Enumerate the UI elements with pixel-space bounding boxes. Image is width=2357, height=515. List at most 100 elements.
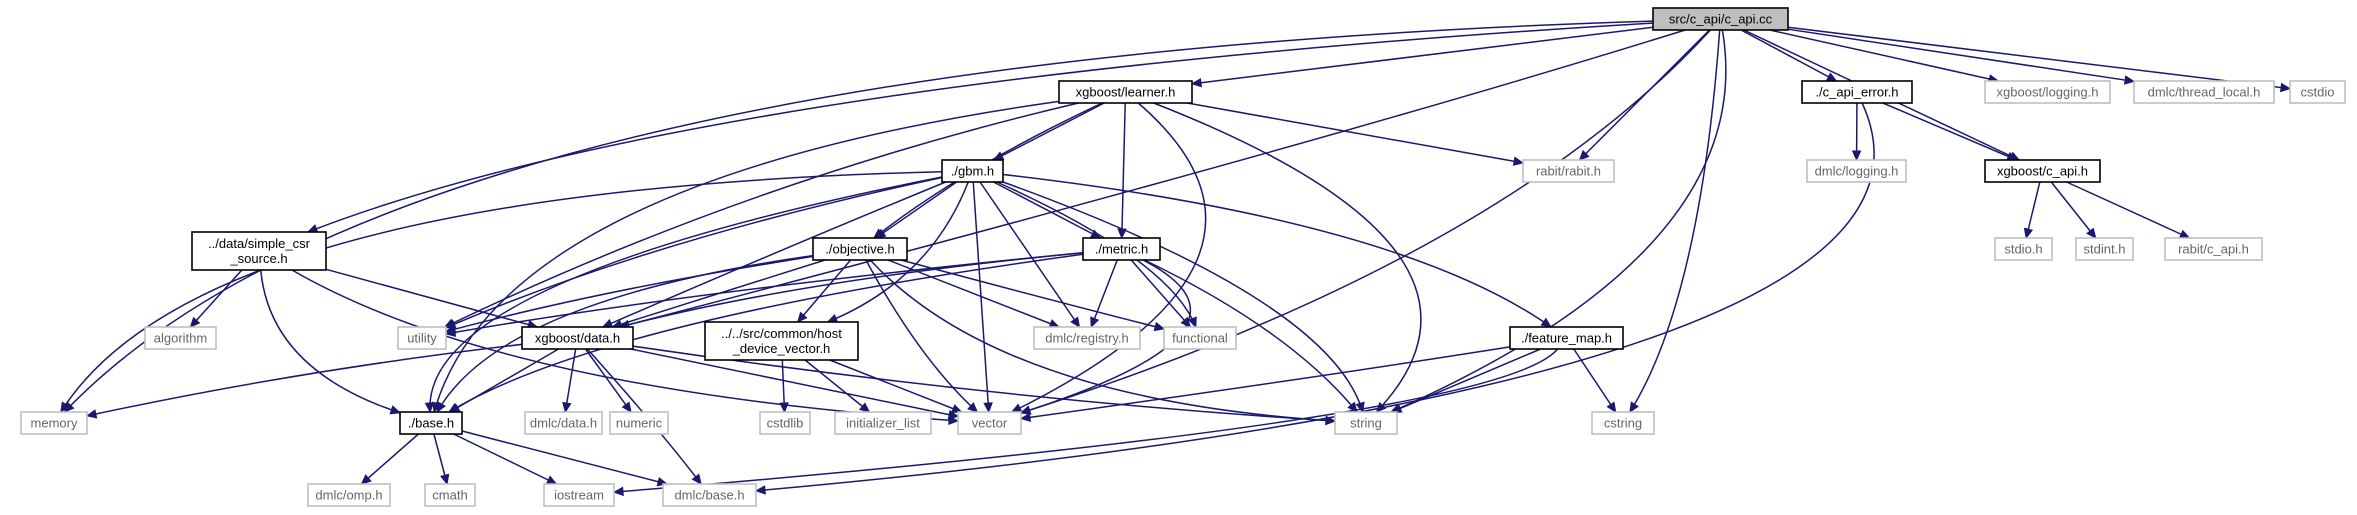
arrowhead-objective-to-functional: [1153, 321, 1166, 332]
node-cstring: cstring: [1591, 411, 1655, 435]
node-dmlc-omp: dmlc/omp.h: [307, 483, 391, 507]
edge-gbm-to-data: [602, 181, 946, 328]
node-box: [397, 326, 447, 350]
edge-objective-to-base: [436, 254, 814, 413]
node-box: [1082, 237, 1161, 261]
node-logging: xgboost/logging.h: [1984, 80, 2111, 104]
node-simple-csr[interactable]: ../data/simple_csr_source.h: [191, 231, 327, 271]
node-label: xgboost/data.h: [535, 331, 620, 346]
node-algorithm: algorithm: [144, 326, 217, 350]
node-label: functional: [1172, 331, 1228, 346]
node-base[interactable]: ./base.h: [399, 411, 463, 435]
node-box: [1033, 326, 1141, 350]
node-rabit: rabit/rabit.h: [1522, 159, 1615, 183]
edge-base-to-dmlc_base: [461, 430, 668, 485]
node-host-dev[interactable]: ../../src/common/host_device_vector.h: [704, 321, 859, 361]
node-box: [759, 411, 811, 435]
edge-objective-to-utility: [445, 255, 814, 333]
node-box: [1801, 80, 1913, 104]
node-label: iostream: [554, 488, 604, 503]
node-box: [1652, 7, 1789, 31]
node-box: [399, 411, 463, 435]
node-functional: functional: [1163, 326, 1237, 350]
node-box: [609, 411, 669, 435]
edge-gbm-to-registry: [979, 181, 1081, 328]
node-box: [1334, 411, 1398, 435]
node-c-api-error[interactable]: ./c_api_error.h: [1801, 80, 1913, 104]
edge-learner-to-metric: [1121, 102, 1126, 239]
arrowhead-gbm-to-registry: [1070, 316, 1081, 329]
node-learner[interactable]: xgboost/learner.h: [1058, 80, 1193, 104]
node-metric[interactable]: ./metric.h: [1082, 237, 1161, 261]
edge-root-to-cstdio: [1787, 26, 2291, 90]
node-data[interactable]: xgboost/data.h: [521, 326, 634, 350]
arrowhead-c_api_error-to-dmlc_base: [754, 485, 766, 495]
node-box: [957, 411, 1022, 435]
edge-gbm-to-base: [429, 176, 943, 413]
node-label: dmlc/omp.h: [315, 488, 382, 503]
arrowhead-data-to-dmlc_data: [562, 401, 572, 414]
node-iostream: iostream: [543, 483, 615, 507]
node-label: xgboost/logging.h: [1997, 85, 2099, 100]
node-utility: utility: [397, 326, 447, 350]
edge-objective-to-string: [869, 259, 1336, 422]
node-root[interactable]: src/c_api/c_api.cc: [1652, 7, 1789, 31]
edge-gbm-to-string: [1002, 181, 1364, 413]
edge-host_dev-to-vector: [829, 359, 962, 413]
node-feature-map[interactable]: ./feature_map.h: [1509, 326, 1624, 350]
node-box: [20, 411, 88, 435]
arrowhead-metric-to-vector: [1019, 405, 1032, 415]
node-label: memory: [31, 416, 78, 431]
edge-feature_map-to-string: [1391, 348, 1541, 413]
arrowhead-base-to-cmath: [440, 473, 450, 486]
node-box: [834, 411, 932, 435]
node-gbm[interactable]: ./gbm.h: [941, 159, 1004, 183]
node-box: [704, 321, 859, 361]
edge-root-to-thread_local: [1787, 28, 2135, 83]
node-dmlc-base: dmlc/base.h: [662, 483, 757, 507]
edge-learner-to-string: [1153, 102, 1422, 413]
node-label: cstdio: [2301, 85, 2335, 100]
node-label: dmlc/registry.h: [1045, 331, 1129, 346]
node-box: [2289, 80, 2346, 104]
node-label: algorithm: [154, 331, 207, 346]
arrowhead-data-to-memory: [85, 409, 98, 419]
edge-root-to-memory: [63, 20, 1654, 413]
edge-simple_csr-to-base: [260, 269, 401, 414]
node-box: [1994, 237, 2053, 261]
arrowhead-data-to-string: [1325, 415, 1337, 426]
node-box: [1591, 411, 1655, 435]
node-box: [2075, 237, 2134, 261]
edge-learner-to-gbm: [993, 102, 1105, 161]
edge-root-to-string: [1390, 29, 1727, 413]
node-label: xgboost/learner.h: [1076, 85, 1176, 100]
node-label: dmlc/thread_local.h: [2148, 85, 2261, 100]
arrowhead-host_dev-to-vector: [951, 404, 963, 413]
node-string: string: [1334, 411, 1398, 435]
edge-xgb_c_api-to-rabit_c_api: [2066, 181, 2190, 239]
arrowhead-base-to-dmlc_omp: [360, 474, 372, 485]
node-box: [424, 483, 476, 507]
arrowhead-learner-to-rabit: [1512, 156, 1525, 166]
edge-c_api_error-to-xgb_c_api: [1882, 102, 2017, 161]
arrowhead-metric-to-utility: [444, 327, 457, 337]
edge-metric-to-utility: [445, 251, 1084, 335]
node-label: rabit/rabit.h: [1536, 164, 1601, 179]
arrowhead-root-to-thread_local: [2123, 75, 2136, 85]
arrowhead-objective-to-base: [436, 401, 446, 414]
edge-objective-to-functional: [900, 259, 1165, 330]
arrowhead-objective-to-vector: [967, 402, 979, 413]
edge-objective-to-registry: [887, 259, 1060, 328]
arrowhead-feature_map-to-vector: [1019, 412, 1032, 423]
edge-root-to-vector: [1020, 29, 1711, 414]
arrowhead-gbm-to-feature_map: [1540, 317, 1552, 328]
node-box: [1806, 159, 1907, 183]
edge-feature_map-to-cstring: [1573, 348, 1617, 413]
edge-root-to-simple_csr: [307, 22, 1654, 233]
edge-gbm-to-metric: [993, 181, 1101, 239]
node-objective[interactable]: ./objective.h: [812, 237, 908, 261]
node-xgb-c-api[interactable]: xgboost/c_api.h: [1984, 159, 2101, 183]
node-label: cstring: [1604, 416, 1642, 431]
edge-root-to-learner: [1191, 26, 1654, 85]
